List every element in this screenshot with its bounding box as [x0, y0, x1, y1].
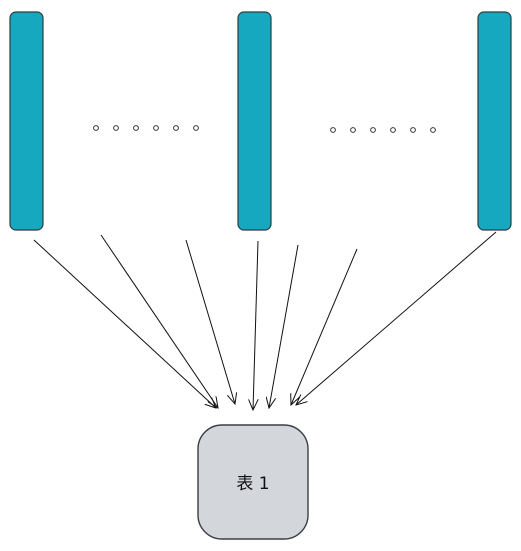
- arrow: [33, 239, 216, 408]
- ellipsis-dot: [153, 125, 159, 131]
- ellipsis-dot: [410, 127, 416, 133]
- ellipsis-dot: [93, 125, 99, 131]
- arrow: [291, 248, 358, 405]
- arrow: [253, 240, 259, 410]
- target-table-label: 表 1: [236, 474, 269, 494]
- arrow: [296, 231, 497, 405]
- source-bars: [9, 11, 512, 231]
- ellipsis-dot: [430, 127, 436, 133]
- arrow: [269, 244, 299, 408]
- ellipsis-dot: [173, 125, 179, 131]
- ellipsis-dot: [133, 125, 139, 131]
- source-bar-right: [477, 11, 512, 231]
- source-bar-middle: [237, 11, 272, 231]
- arrow: [185, 239, 235, 404]
- ellipsis-dot: [113, 125, 119, 131]
- ellipsis-dots-left: [93, 125, 199, 131]
- ellipsis-dot: [390, 127, 396, 133]
- ellipsis-dot: [330, 127, 336, 133]
- ellipsis-dot: [193, 125, 199, 131]
- source-bar-left: [9, 11, 44, 231]
- target-table-box: [197, 424, 309, 540]
- ellipsis-dot: [350, 127, 356, 133]
- ellipsis-dot: [370, 127, 376, 133]
- converging-arrows: [33, 231, 497, 410]
- target-table-node: 表 1: [197, 424, 309, 540]
- arrow: [100, 234, 218, 408]
- ellipsis-dots-right: [330, 127, 436, 133]
